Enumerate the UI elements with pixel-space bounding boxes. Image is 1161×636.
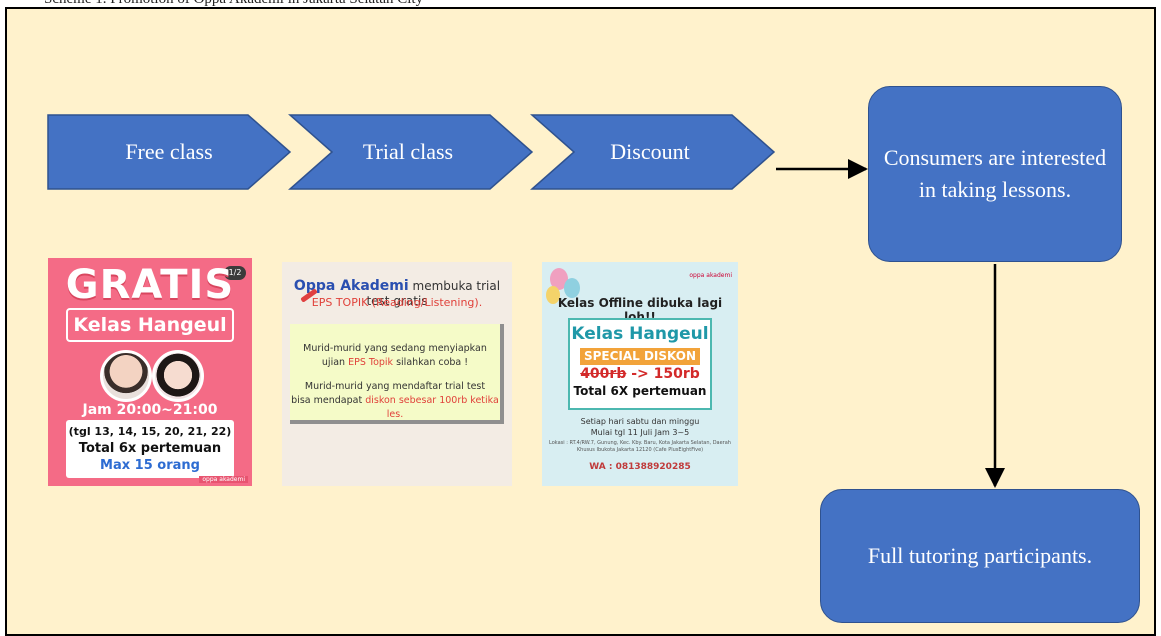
teacher-photo-female xyxy=(152,350,204,402)
chevron-trial-class xyxy=(288,114,534,190)
poster-free-footer-logo: oppa akademi xyxy=(199,476,248,483)
page-badge: 1/2 xyxy=(224,266,246,280)
poster-free-max: Max 15 orang xyxy=(100,458,200,473)
free-class-poster: 1/2 GRATIS Kelas Hangeul Jam 20:00~21:00… xyxy=(48,258,252,486)
poster-free-subtitle: Kelas Hangeul xyxy=(66,308,234,342)
discount-poster: oppa akademi Kelas Offline dibuka lagi l… xyxy=(542,262,738,486)
poster-discount-price: 400rb -> 150rb xyxy=(580,366,700,382)
poster-discount-box: Kelas Hangeul SPECIAL DISKON 400rb -> 15… xyxy=(568,318,712,410)
step-label-discount: Discount xyxy=(610,139,690,164)
final-box: Full tutoring participants. xyxy=(820,489,1140,623)
poster-discount-logo: oppa akademi xyxy=(689,272,732,279)
balloon-icon xyxy=(550,268,568,290)
poster-free-total: Total 6x pertemuan xyxy=(78,441,222,456)
poster-discount-location: Lokasi : RT.4/RW.7, Gunung, Kec. Kby. Ba… xyxy=(549,440,731,453)
trial-class-poster: Oppa Akademi membuka trial test gratis E… xyxy=(282,262,512,486)
teacher-photo-male xyxy=(100,350,152,402)
poster-discount-schedule: Setiap hari sabtu dan minggu Mulai tgl 1… xyxy=(580,417,700,437)
poster-discount-title: Kelas Hangeul xyxy=(571,324,709,344)
balloon-icon xyxy=(564,278,580,298)
poster-discount-whatsapp: WA : 081388920285 xyxy=(589,462,691,472)
special-discount-badge: SPECIAL DISKON xyxy=(579,348,701,365)
poster-trial-headline: Oppa Akademi membuka trial test gratis xyxy=(293,278,501,308)
poster-free-info-card: (tgl 13, 14, 15, 20, 21, 22) Total 6x pe… xyxy=(66,420,234,478)
chevron-free-class xyxy=(47,114,292,190)
step-label-trial-class: Trial class xyxy=(362,139,454,164)
result-box: Consumers are interested in taking lesso… xyxy=(868,86,1122,262)
poster-trial-brand: Oppa Akademi xyxy=(293,278,409,294)
poster-free-title: GRATIS xyxy=(65,262,235,308)
chevron-discount xyxy=(530,114,776,190)
poster-free-dates: (tgl 13, 14, 15, 20, 21, 22) xyxy=(68,425,232,438)
poster-discount-total: Total 6X pertemuan xyxy=(573,384,707,398)
poster-trial-exam: EPS TOPIK (Reading/Listening). xyxy=(311,296,483,309)
step-label-free-class: Free class xyxy=(125,139,213,164)
poster-trial-note: Murid-murid yang sedang menyiapkan ujian… xyxy=(290,324,504,424)
balloon-icon xyxy=(546,286,560,304)
figure-caption: Scheme 1. Promotion of Oppa Akademi in J… xyxy=(44,0,423,8)
poster-free-time: Jam 20:00~21:00 xyxy=(82,402,218,418)
